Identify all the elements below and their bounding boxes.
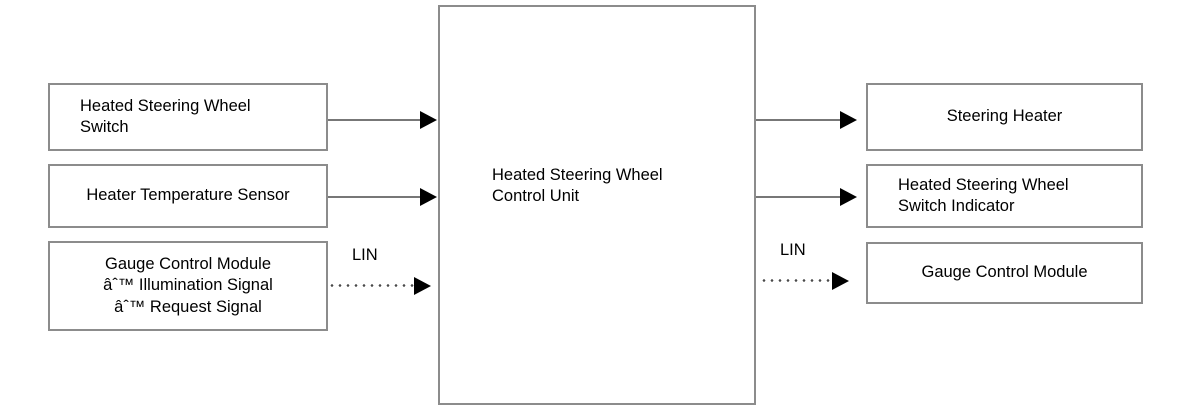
block-heated-steering-wheel-control-unit: Heated Steering Wheel Control Unit bbox=[438, 5, 756, 405]
block-heated-steering-wheel-switch: Heated Steering Wheel Switch bbox=[48, 83, 328, 151]
arrow-head-control-unit-to-steering-heater bbox=[840, 111, 857, 129]
arrow-head-lin-control-unit-to-gauge bbox=[832, 272, 849, 290]
block-gauge-control-module-input: Gauge Control Module âˆ™ Illumination Si… bbox=[48, 241, 328, 331]
connector-line-lin-control-unit-to-gauge bbox=[760, 279, 836, 282]
connector-line-control-unit-to-steering-heater bbox=[756, 119, 846, 121]
connector-line-control-unit-to-switch-indicator bbox=[756, 196, 846, 198]
block-heater-temperature-sensor: Heater Temperature Sensor bbox=[48, 164, 328, 228]
arrow-head-lin-gauge-to-control-unit bbox=[414, 277, 431, 295]
arrow-head-temperature-sensor-to-control-unit bbox=[420, 188, 437, 206]
block-gauge-control-module-output: Gauge Control Module bbox=[866, 242, 1143, 304]
connector-line-lin-gauge-to-control-unit bbox=[328, 284, 420, 287]
connector-line-switch-to-control-unit bbox=[328, 119, 426, 121]
label-lin-output: LIN bbox=[780, 241, 806, 259]
label-lin-input: LIN bbox=[352, 246, 378, 264]
arrow-head-control-unit-to-switch-indicator bbox=[840, 188, 857, 206]
connector-line-temperature-sensor-to-control-unit bbox=[328, 196, 426, 198]
block-steering-heater: Steering Heater bbox=[866, 83, 1143, 151]
block-heated-steering-wheel-switch-indicator: Heated Steering Wheel Switch Indicator bbox=[866, 164, 1143, 228]
arrow-head-switch-to-control-unit bbox=[420, 111, 437, 129]
